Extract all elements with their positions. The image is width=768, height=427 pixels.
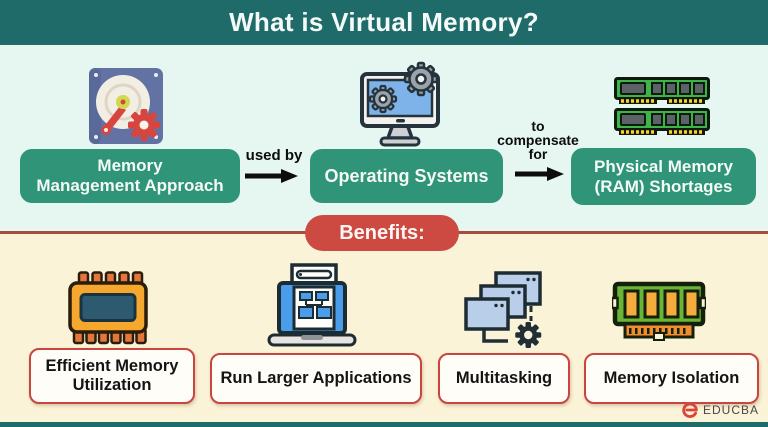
card-label-line: Memory Isolation — [603, 369, 740, 387]
card-label-line: Multitasking — [455, 369, 553, 387]
card-label-line: Efficient Memory — [45, 357, 179, 375]
card-label-line: Run Larger Applications — [220, 369, 412, 387]
monitor-gears-icon — [360, 61, 440, 147]
educba-logo-icon — [682, 402, 698, 418]
brand-text: EDUCBA — [703, 403, 760, 417]
connector-label-line: compensate — [497, 132, 579, 148]
card-label-line: Utilization — [72, 376, 152, 394]
connector-label-used-by: used by — [245, 147, 303, 164]
benefits-heading: Benefits: — [339, 221, 425, 244]
benefit-card-multitasking: Multitasking — [438, 353, 570, 404]
hard-disk-gear-icon — [89, 68, 163, 144]
node-label-line: Memory — [97, 156, 163, 175]
benefit-card-run-larger-applications: Run Larger Applications — [210, 353, 422, 404]
laptop-application-icon — [267, 263, 357, 347]
connector-label-to-compensate-for: to compensate for — [492, 119, 584, 161]
ram-stick-icon — [612, 281, 706, 341]
node-label-line: Physical Memory — [594, 156, 733, 176]
memory-chip-icon — [68, 271, 148, 345]
connector-label-line: for — [528, 146, 548, 162]
ram-modules-icon — [614, 77, 710, 135]
flow-node-memory-management-approach: Memory Management Approach — [20, 149, 240, 203]
flow-node-physical-memory-shortages: Physical Memory (RAM) Shortages — [571, 148, 756, 205]
arrow-right-icon — [245, 169, 298, 183]
educba-logo: EDUCBA — [681, 401, 759, 419]
node-label-line: (RAM) Shortages — [594, 176, 733, 196]
page-title: What is Virtual Memory? — [229, 7, 539, 37]
benefits-heading-pill: Benefits: — [305, 215, 459, 251]
title-banner: What is Virtual Memory? — [0, 0, 768, 45]
benefit-card-memory-isolation: Memory Isolation — [584, 353, 759, 404]
node-label-line: Management Approach — [36, 176, 224, 195]
stacked-windows-gear-icon — [464, 271, 542, 348]
bottom-accent-bar — [0, 422, 768, 427]
flow-node-operating-systems: Operating Systems — [310, 149, 503, 203]
benefit-card-efficient-memory-utilization: Efficient Memory Utilization — [29, 348, 195, 404]
node-label-line: Operating Systems — [324, 166, 489, 186]
connector-label-line: to — [531, 118, 545, 134]
arrow-right-icon — [515, 167, 564, 181]
